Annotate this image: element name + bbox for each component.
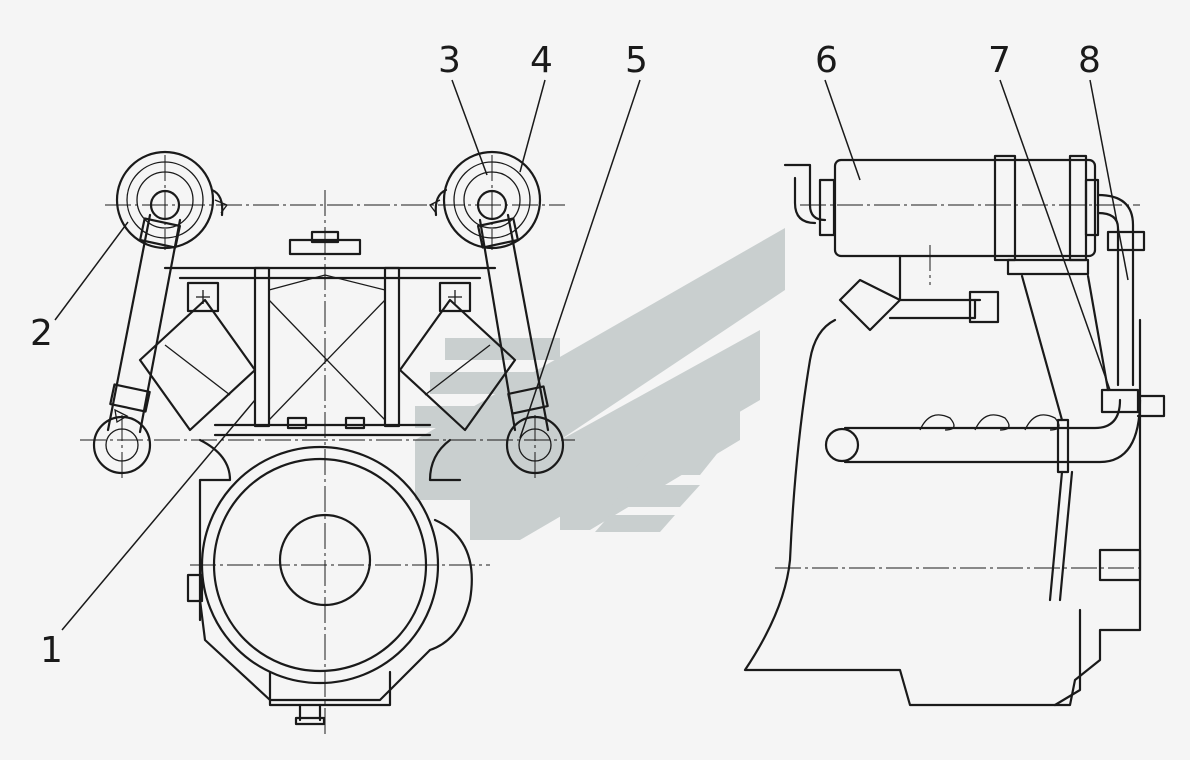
leader-1 [61,399,256,631]
callout-5: 5 [625,40,648,81]
watermark-logo [415,228,785,540]
leader-2 [54,221,129,321]
callout-1: 1 [40,630,63,671]
callout-8: 8 [1078,40,1101,81]
leader-7 [999,79,1111,391]
leader-4 [519,79,546,173]
side-view [743,154,1166,707]
callouts: 1 2 3 4 5 6 7 8 [30,40,1129,671]
leader-8 [1089,79,1129,281]
engine-block-side [743,254,1142,707]
leader-6 [824,79,861,181]
callout-4: 4 [530,40,553,81]
callout-7: 7 [988,40,1011,81]
connecting-pipe [824,388,1166,474]
callout-2: 2 [30,313,53,354]
front-view [80,150,575,735]
mounting-bracket [163,230,497,437]
left-air-filter [115,150,229,250]
right-air-filter [429,150,542,250]
intake-manifold [138,298,517,432]
leader-5 [519,79,641,439]
callout-6: 6 [815,40,838,81]
support-rod [1020,274,1110,602]
callout-3: 3 [438,40,461,81]
leader-3 [451,79,488,176]
air-cleaner [783,154,1146,387]
left-intake-pipe [92,213,182,475]
engine-block [186,438,473,726]
right-intake-pipe [477,213,565,475]
